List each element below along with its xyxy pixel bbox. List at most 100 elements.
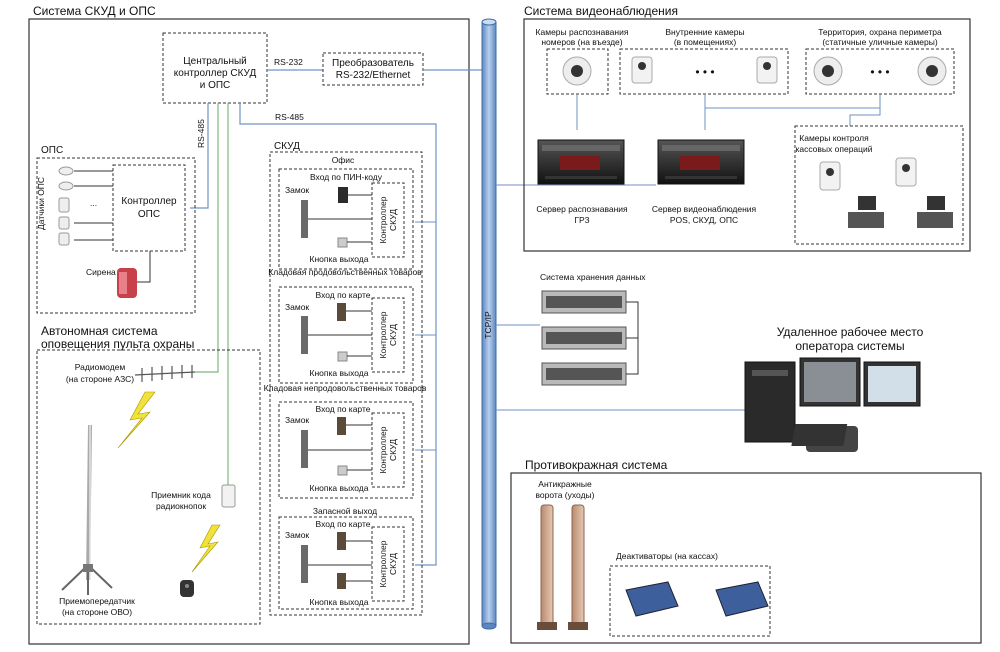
video-panel-title: Система видеонаблюдения <box>524 4 678 18</box>
siren-icon <box>117 268 137 298</box>
operator-label-1: Удаленное рабочее место <box>777 325 924 339</box>
server-video-icon <box>657 139 745 185</box>
zone-4-controller-label-1: Контроллер <box>378 540 388 587</box>
converter-label-1: Преобразователь <box>332 57 414 69</box>
zone-1-keypad-icon <box>338 187 348 203</box>
skud-box <box>269 151 423 616</box>
zone-4-controller-box <box>371 526 405 602</box>
zone-1-controller-label-2: СКУД <box>388 209 398 231</box>
operator-workstation-icon <box>744 357 921 452</box>
zone-1-controller-label-1: Контроллер <box>378 196 388 243</box>
cam-plate-label-2: номеров (на въезде) <box>541 37 622 47</box>
zone-2-card-reader-icon <box>337 303 346 321</box>
zone-2-entry: Вход по карте <box>316 290 371 300</box>
zone-4-lock: Замок <box>285 530 309 540</box>
server-video-label-2: POS, СКУД, ОПС <box>670 215 738 225</box>
rs232-label: RS-232 <box>274 57 303 67</box>
zone-3-box <box>278 401 414 499</box>
dome-camera-icon <box>562 56 592 86</box>
operator-label-2: оператора системы <box>795 339 904 353</box>
cam-outdoor-label-2: (статичные уличные камеры) <box>822 37 938 47</box>
receiver-label-1: Приемник кода <box>151 490 211 500</box>
zone-2-exit: Кнопка выхода <box>310 368 369 378</box>
central-controller-box <box>162 32 268 104</box>
zone-4-exit-reader-icon <box>337 573 346 589</box>
cam-indoor-label-1: Внутренние камеры <box>665 27 744 37</box>
storage-rack-icon <box>541 290 639 386</box>
antitheft-gates-icon <box>537 504 588 630</box>
zone-1-lock: Замок <box>285 185 309 195</box>
zone-2-lock-icon <box>301 316 308 354</box>
zone-3-card-reader-icon <box>337 417 346 435</box>
radio-receiver-icon <box>221 484 236 508</box>
converter-box <box>322 52 424 86</box>
converter-label-2: RS-232/Ethernet <box>336 70 411 81</box>
zone-2-lock: Замок <box>285 302 309 312</box>
server-grz-label-2: ГРЗ <box>574 215 589 225</box>
storage-title: Система хранения данных <box>540 272 646 282</box>
zone-1-header: Офис <box>332 155 355 165</box>
ops-box <box>36 157 196 314</box>
receiver-label-2: радиокнопок <box>156 501 206 511</box>
auto-alert-title-2: оповещения пульта охраны <box>41 337 194 351</box>
transceiver-label-1: Приемопередатчик <box>59 596 135 606</box>
skud-title: СКУД <box>274 141 300 152</box>
central-controller-label-3: и ОПС <box>200 80 231 91</box>
zone-3-exit: Кнопка выхода <box>310 483 369 493</box>
zone-4-box <box>278 516 414 610</box>
video-panel-frame <box>523 18 971 252</box>
zone-3-entry: Вход по карте <box>316 404 371 414</box>
rs485-horizontal-label: RS-485 <box>275 112 304 122</box>
ops-controller-label-2: ОПС <box>138 209 160 220</box>
camera-links <box>576 94 881 130</box>
zone-1-exit: Кнопка выхода <box>310 254 369 264</box>
zone-2-header: Кладовая продовольственных товаров <box>268 267 422 277</box>
transceiver-antenna-icon <box>61 424 113 595</box>
central-controller-label-2: контроллер СКУД <box>174 68 257 79</box>
zone-1-lock-icon <box>301 200 308 238</box>
siren-label: Сирена <box>86 267 116 277</box>
ops-sensors-label: Датчики ОПС <box>36 177 46 230</box>
left-panel-frame <box>28 18 470 645</box>
rs485-skud-bus <box>239 103 437 566</box>
auto-alert-title-1: Автономная система <box>41 324 158 338</box>
skud-zone-food-storage: Кладовая продовольственных товаров Вход … <box>268 267 422 384</box>
gates-label-2: ворота (уходы) <box>536 490 595 500</box>
cam-plate-label-1: Камеры распознавания <box>536 27 629 37</box>
svg-text:...: ... <box>90 198 97 208</box>
zone-3-controller-label-1: Контроллер <box>378 426 388 473</box>
zone-4-exit: Кнопка выхода <box>310 597 369 607</box>
server-grz-label-1: Сервер распознавания <box>536 204 628 214</box>
zone-3-header: Кладовая непродовольственных товаров <box>264 383 427 393</box>
zone-4-card-reader-icon <box>337 532 346 550</box>
tcpip-bus <box>481 18 497 630</box>
zone-3-lock-icon <box>301 430 308 468</box>
zone-4-entry: Вход по карте <box>316 519 371 529</box>
zone-2-box <box>278 286 414 384</box>
outdoor-dome-camera-icon <box>813 56 947 86</box>
cam-indoor-box <box>619 48 789 95</box>
deactivator-pad-icon <box>625 581 769 617</box>
cam-pos-box <box>794 125 964 245</box>
zone-3-exit-button-icon <box>337 465 348 476</box>
skud-zone-office: Офис Вход по ПИН-коду Замок Кнопка выход… <box>278 155 414 270</box>
cam-outdoor-dots: • • • <box>870 65 889 79</box>
zone-2-controller-label-1: Контроллер <box>378 311 388 358</box>
yagi-antenna-icon <box>134 365 196 382</box>
deactivators-box <box>609 565 771 637</box>
skud-zone-emergency-exit: Запасной выход Вход по карте Замок Кнопк… <box>278 506 414 610</box>
cam-indoor-label-2: (в помещениях) <box>674 37 737 47</box>
ops-title: ОПС <box>41 145 63 156</box>
cam-pos-label-1: Камеры контроля <box>799 133 869 143</box>
antitheft-panel-frame <box>510 472 982 644</box>
zone-4-lock-icon <box>301 545 308 583</box>
siren-link <box>135 251 151 283</box>
ops-sensors-icon: ... <box>58 166 113 246</box>
central-controller-label-1: Центральный <box>183 56 247 67</box>
zone-3-controller-label-2: СКУД <box>388 439 398 461</box>
gates-label-1: Антикражные <box>538 479 592 489</box>
radiomodem-label-1: Радиомодем <box>75 362 126 372</box>
zone-4-header: Запасной выход <box>313 506 377 516</box>
